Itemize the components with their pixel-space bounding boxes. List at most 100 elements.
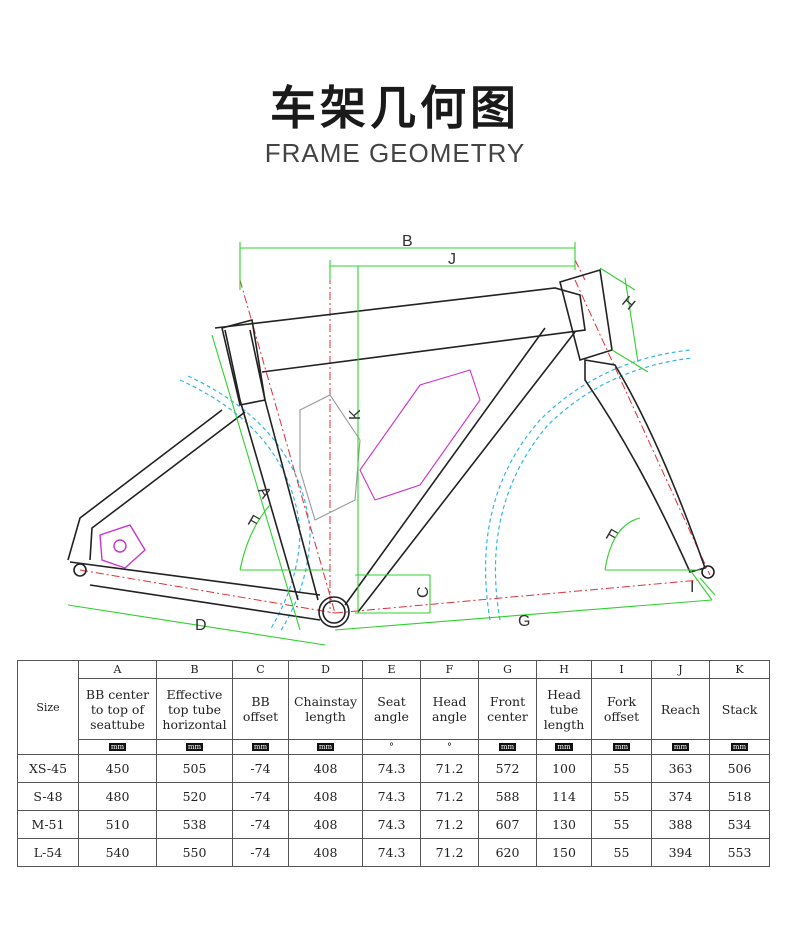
column-unit: °	[420, 739, 479, 755]
column-unit: °	[362, 739, 421, 755]
column-unit: mm	[478, 739, 537, 755]
value-cell: 408	[288, 838, 363, 867]
value-cell: 150	[536, 838, 592, 867]
column-letter: I	[591, 660, 652, 679]
value-cell: 510	[78, 810, 157, 839]
size-cell: XS-45	[17, 754, 79, 783]
value-cell: 130	[536, 810, 592, 839]
column-letter: B	[156, 660, 233, 679]
label-j: J	[448, 251, 456, 268]
frame-outline	[67, 268, 715, 628]
column-letter: A	[78, 660, 157, 679]
label-h: H	[618, 293, 638, 313]
column-letter: J	[651, 660, 710, 679]
value-cell: 607	[478, 810, 537, 839]
column-letter: D	[288, 660, 363, 679]
value-cell: 550	[156, 838, 233, 867]
column-letter: G	[478, 660, 537, 679]
value-cell: -74	[232, 782, 289, 811]
value-cell: 363	[651, 754, 710, 783]
value-cell: 540	[78, 838, 157, 867]
value-cell: 588	[478, 782, 537, 811]
column-unit: mm	[591, 739, 652, 755]
column-unit: mm	[651, 739, 710, 755]
value-cell: 518	[709, 782, 770, 811]
column-letter: C	[232, 660, 289, 679]
label-c: C	[415, 586, 432, 598]
dimension-lines	[67, 242, 716, 646]
value-cell: -74	[232, 754, 289, 783]
value-cell: -74	[232, 810, 289, 839]
value-cell: 55	[591, 754, 652, 783]
value-cell: 55	[591, 838, 652, 867]
value-cell: 74.3	[362, 754, 421, 783]
value-cell: 450	[78, 754, 157, 783]
column-letter: H	[536, 660, 592, 679]
value-cell: 388	[651, 810, 710, 839]
value-cell: 534	[709, 810, 770, 839]
value-cell: 572	[478, 754, 537, 783]
column-unit: mm	[156, 739, 233, 755]
value-cell: 74.3	[362, 810, 421, 839]
value-cell: 408	[288, 810, 363, 839]
value-cell: 71.2	[420, 782, 479, 811]
label-e: F	[245, 512, 262, 532]
value-cell: 71.2	[420, 810, 479, 839]
size-cell: M-51	[17, 810, 79, 839]
label-f: F	[603, 526, 620, 546]
column-unit: mm	[232, 739, 289, 755]
value-cell: 71.2	[420, 754, 479, 783]
value-cell: 55	[591, 782, 652, 811]
value-cell: 74.3	[362, 838, 421, 867]
value-cell: 620	[478, 838, 537, 867]
value-cell: 506	[709, 754, 770, 783]
column-name: Stack	[709, 678, 770, 740]
size-cell: L-54	[17, 838, 79, 867]
value-cell: 538	[156, 810, 233, 839]
value-cell: 394	[651, 838, 710, 867]
bottle-outline	[299, 369, 481, 521]
value-cell: 374	[651, 782, 710, 811]
page-title: 车架几何图	[270, 81, 520, 135]
rear-wheel-outline	[179, 375, 311, 633]
column-unit: mm	[288, 739, 363, 755]
value-cell: 520	[156, 782, 233, 811]
label-d: D	[195, 617, 207, 634]
column-name: Reach	[651, 678, 710, 740]
size-cell: S-48	[17, 782, 79, 811]
value-cell: 553	[709, 838, 770, 867]
value-cell: -74	[232, 838, 289, 867]
column-unit: mm	[709, 739, 770, 755]
label-k: K	[347, 409, 364, 420]
value-cell: 55	[591, 810, 652, 839]
brake-caliper-icon	[99, 524, 146, 569]
value-cell: 408	[288, 754, 363, 783]
column-letter: K	[709, 660, 770, 679]
front-wheel-outline	[485, 349, 693, 621]
label-g: G	[518, 613, 530, 630]
column-unit: mm	[78, 739, 157, 755]
column-letter: F	[420, 660, 479, 679]
value-cell: 74.3	[362, 782, 421, 811]
guide-lines	[79, 259, 711, 614]
size-header: Size	[17, 660, 79, 755]
label-b: B	[402, 233, 413, 250]
frame-geometry-diagram: B J K H A F F C D G I	[67, 233, 716, 646]
